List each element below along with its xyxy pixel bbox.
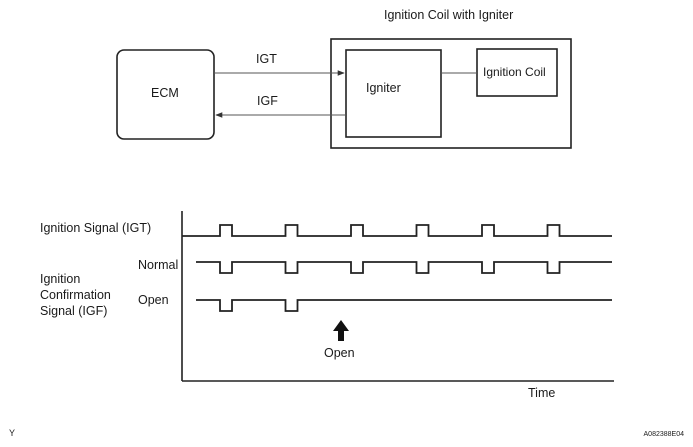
igniter-label: Igniter xyxy=(366,81,401,95)
open-marker-arrow xyxy=(333,320,349,341)
igf-row-label-line1: Ignition xyxy=(40,272,80,286)
igf-row-label-line3: Signal (IGF) xyxy=(40,304,107,318)
ignition-coil-assembly-box xyxy=(330,38,572,149)
open-marker-label: Open xyxy=(324,346,355,360)
ignition-coil-with-igniter-title: Ignition Coil with Igniter xyxy=(384,8,513,22)
igt-waveform xyxy=(182,224,612,237)
normal-row-label: Normal xyxy=(138,258,178,272)
ecm-box xyxy=(116,49,215,140)
igf-arrow-label: IGF xyxy=(257,94,278,108)
ignition-coil-label: Ignition Coil xyxy=(483,65,546,79)
time-axis-label: Time xyxy=(528,386,555,400)
igt-row-label: Ignition Signal (IGT) xyxy=(40,221,151,235)
igt-arrow-label: IGT xyxy=(256,52,277,66)
igf-open-waveform xyxy=(196,299,612,312)
ecm-label: ECM xyxy=(151,86,179,100)
igniter-box xyxy=(345,49,442,138)
footer-left-mark: Y xyxy=(9,428,15,438)
igf-row-label-line2: Confirmation xyxy=(40,288,111,302)
igf-normal-waveform xyxy=(196,261,612,274)
open-row-label: Open xyxy=(138,293,169,307)
figure-id: A082388E04 xyxy=(644,431,685,438)
